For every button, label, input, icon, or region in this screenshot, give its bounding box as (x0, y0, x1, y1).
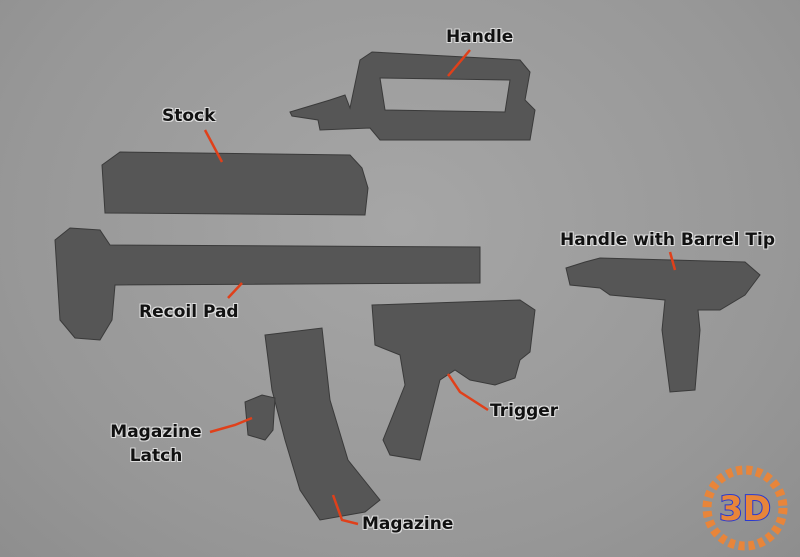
part-magazine (264, 327, 381, 521)
part-recoil-pad (54, 227, 481, 341)
logo-text: 3D (719, 489, 771, 529)
leader-handle (447, 49, 471, 77)
part-handle (289, 51, 536, 141)
label-trigger: Trigger (490, 401, 559, 421)
label-magazine-latch-line2: Latch (129, 446, 183, 466)
leader-stock (203, 129, 224, 163)
leader-handle-barrel-tip (668, 251, 677, 271)
part-trigger (371, 299, 536, 461)
leader-trigger (446, 373, 489, 412)
part-handle-barrel-tip (565, 257, 761, 393)
leader-magazine (331, 494, 359, 526)
leader-magazine-latch (209, 416, 253, 434)
logo-ring (702, 465, 788, 551)
leader-recoil-pad (227, 282, 243, 299)
logo: 3D (702, 465, 788, 551)
label-magazine-latch-line1: Magazine (110, 422, 202, 442)
label-handle-with-barrel-tip: Handle with Barrel Tip (560, 230, 775, 250)
label-magazine: Magazine (362, 514, 454, 534)
label-handle: Handle (446, 27, 514, 47)
label-recoil-pad: Recoil Pad (139, 302, 239, 322)
part-stock (101, 151, 369, 216)
label-magazine-latch: Magazine Latch (106, 420, 206, 468)
label-stock: Stock (162, 106, 216, 126)
part-magazine-latch (244, 394, 276, 441)
